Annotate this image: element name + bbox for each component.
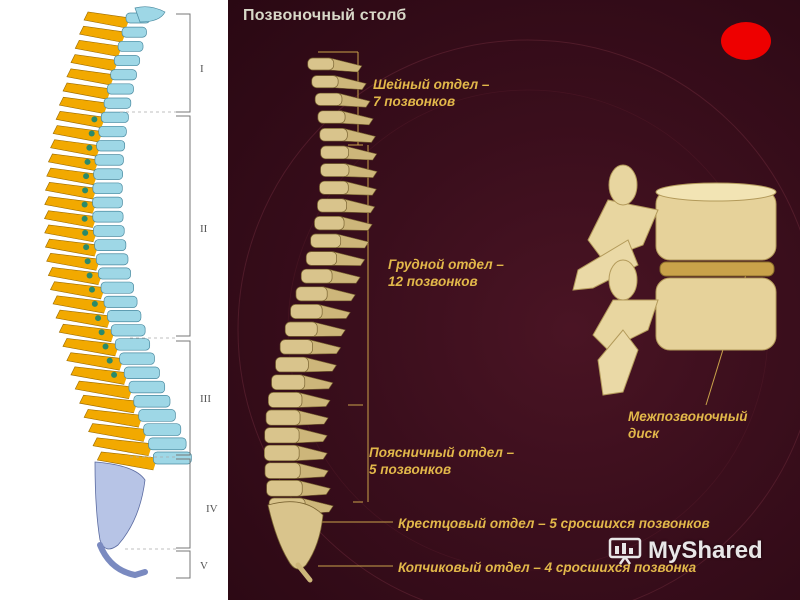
red-dot-marker <box>721 22 771 60</box>
spine-illustration-panel: I II III IV V <box>0 0 228 600</box>
watermark: MyShared <box>608 537 763 565</box>
spine-diagram-panel: Позвоночный столб Шейный отдел – 7 позво… <box>228 0 800 600</box>
disc-label-line2: диск <box>628 426 659 441</box>
disc-label: Межпозвоночный диск <box>628 408 748 442</box>
colored-spine-illustration: I II III IV V <box>44 6 218 579</box>
lumbar-label-line1: Поясничный отдел – <box>369 445 515 460</box>
watermark-text: MyShared <box>648 537 763 564</box>
disc-label-line1: Межпозвоночный <box>628 409 748 424</box>
slide-title: Позвоночный столб <box>243 7 407 24</box>
thoracic-label: Грудной отдел – 12 позвонков <box>388 256 504 290</box>
region-label-5: V <box>200 560 208 572</box>
region-label-2: II <box>200 223 208 235</box>
region-brackets <box>176 13 191 579</box>
spine-diagram <box>237 39 800 600</box>
side-view-spine <box>264 57 378 583</box>
thoracic-label-line1: Грудной отдел – <box>388 257 504 272</box>
cervical-label-line1: Шейный отдел – <box>373 77 490 92</box>
cervical-label: Шейный отдел – 7 позвонков <box>373 76 489 110</box>
cervical-label-line2: 7 позвонков <box>373 94 456 109</box>
region-label-3: III <box>200 393 211 405</box>
region-label-1: I <box>200 63 204 75</box>
region-label-4: IV <box>206 503 218 515</box>
sacral-label: Крестцовый отдел – 5 сросшихся позвонков <box>398 516 710 531</box>
lumbar-label: Поясничный отдел – 5 позвонков <box>369 444 514 478</box>
lumbar-label-line2: 5 позвонков <box>369 462 452 477</box>
thoracic-label-line2: 12 позвонков <box>388 274 478 289</box>
presentation-icon <box>608 537 642 565</box>
vertebra-closeup <box>572 164 777 396</box>
